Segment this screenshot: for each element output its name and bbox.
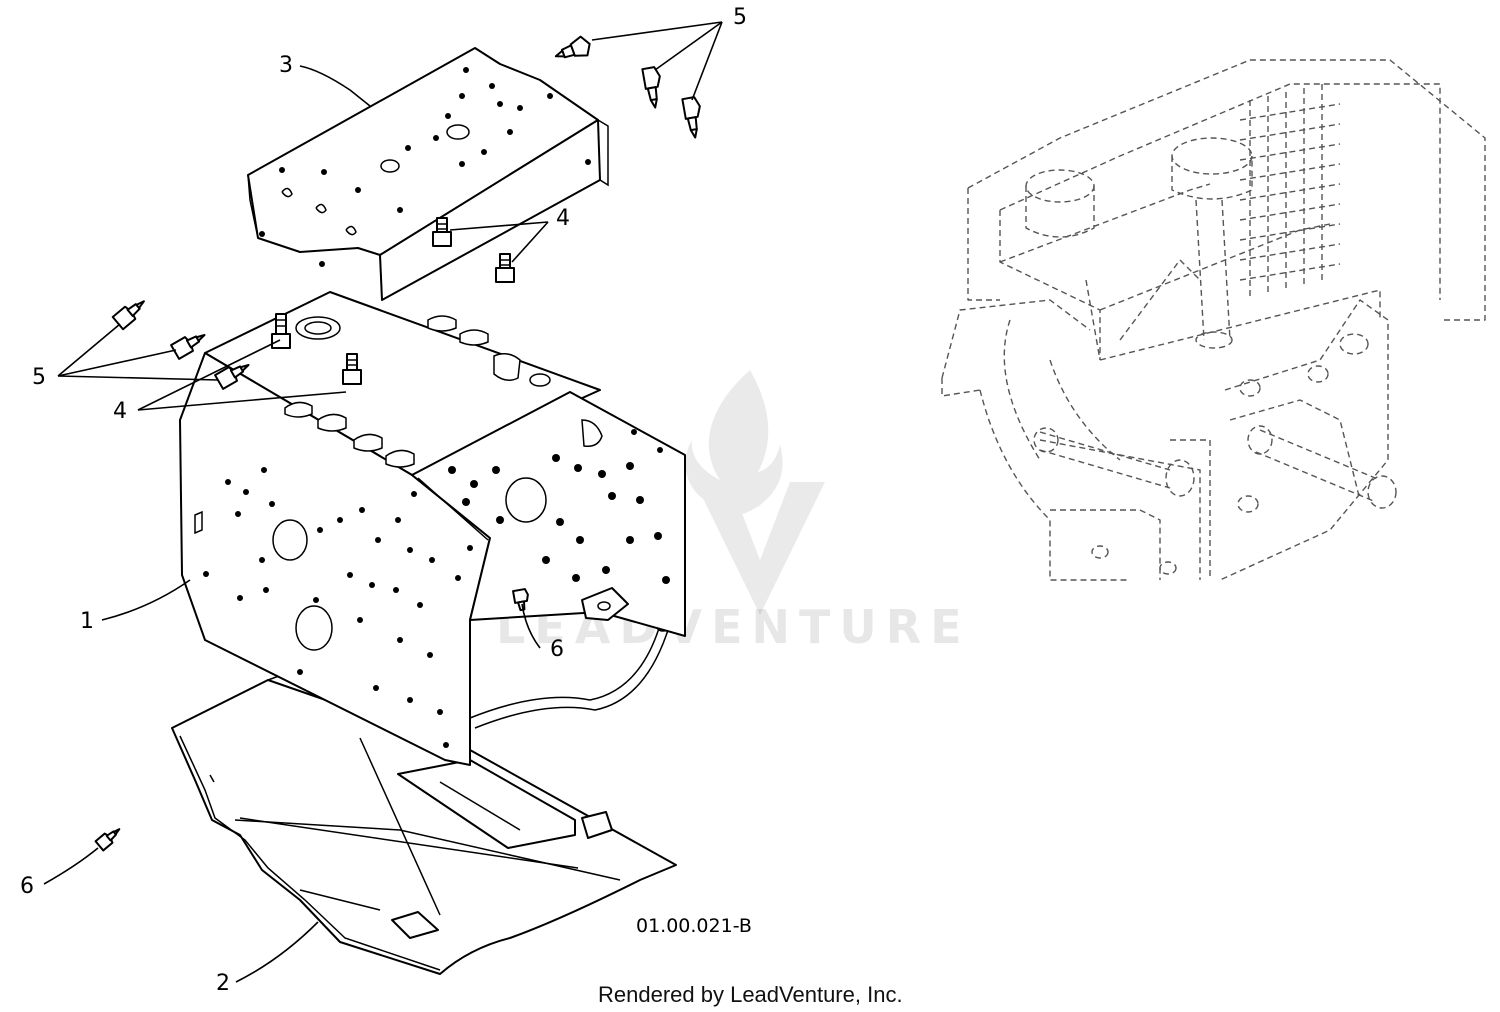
- callout-5-top: 5: [733, 5, 747, 30]
- part-1-frame-housing: [179, 291, 686, 766]
- part-2-bottom-pan: [171, 671, 677, 975]
- engine-reference-dashed: [941, 59, 1486, 581]
- callout-6-left: 6: [20, 874, 34, 899]
- stud-icon: [342, 353, 362, 385]
- screw-icon: [641, 66, 661, 109]
- part-4-studs: [271, 217, 515, 385]
- callout-3: 3: [279, 53, 293, 78]
- cover-holes: [259, 67, 591, 267]
- render-credit: Rendered by LeadVenture, Inc.: [598, 982, 903, 1007]
- stud-icon: [495, 253, 515, 283]
- screw-icon: [94, 828, 121, 852]
- figure-reference: 01.00.021-B: [636, 915, 752, 937]
- watermark-flame-icon: [685, 370, 825, 615]
- screw-icon: [170, 334, 206, 360]
- screw-icon: [214, 364, 250, 390]
- frame-holes: [203, 429, 670, 748]
- stud-icon: [432, 217, 452, 247]
- leader-lines: [43, 21, 723, 983]
- screw-icon: [681, 96, 701, 139]
- callout-labels: 3 5 4 5 4 1 6 6 2 01.00.021-B Rendered b…: [20, 5, 903, 1007]
- callout-5-left: 5: [32, 365, 46, 390]
- stud-icon: [271, 313, 291, 349]
- callout-4-top: 4: [556, 206, 570, 231]
- part-6-screws: [94, 588, 529, 852]
- callout-4-left: 4: [113, 399, 127, 424]
- screw-icon: [111, 300, 145, 331]
- part-3-top-cover: [247, 47, 609, 301]
- callout-2: 2: [216, 971, 230, 996]
- callout-6-right: 6: [550, 637, 564, 662]
- screw-icon: [554, 35, 591, 59]
- callout-1: 1: [80, 609, 94, 634]
